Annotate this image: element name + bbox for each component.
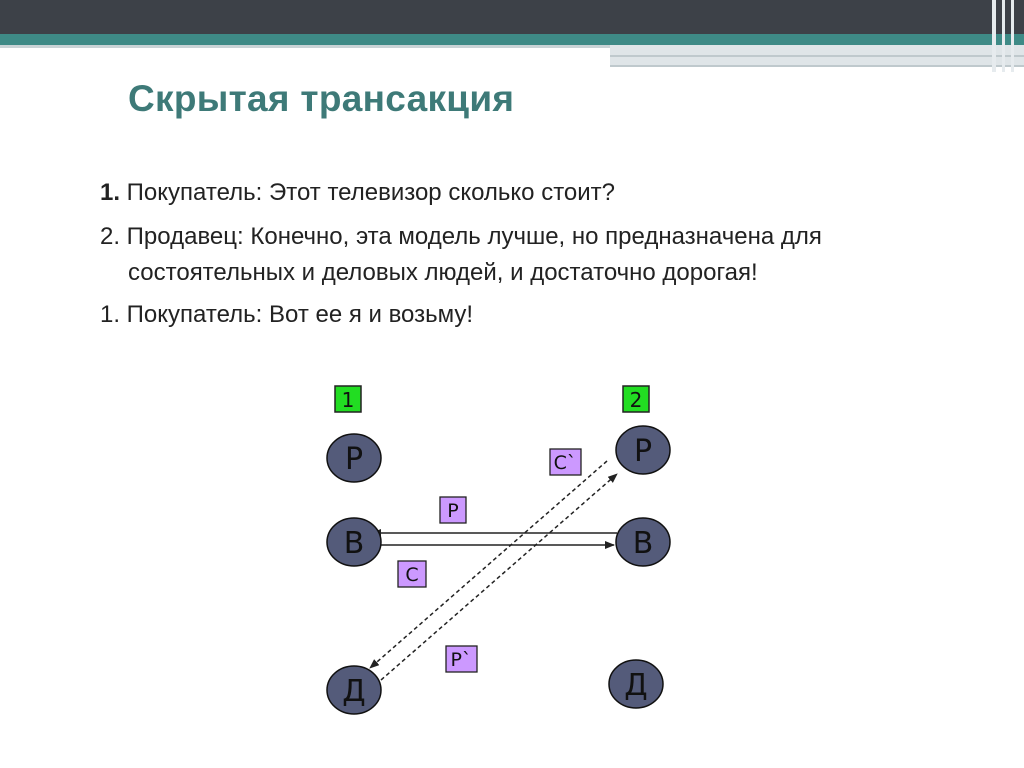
person-2-state-b: В	[633, 526, 654, 561]
dialogue-line-2: 2. Продавец: Конечно, эта модель лучше, …	[100, 220, 822, 254]
transaction-label-p-box	[439, 496, 467, 524]
person-1-state-b-node	[326, 517, 382, 567]
transaction-label-p-prime-box	[445, 645, 478, 673]
header-light-band	[0, 45, 610, 48]
header-teal-band	[0, 34, 1024, 45]
person-1-state-p: Р	[345, 442, 363, 477]
person-1-state-d: Д	[342, 674, 365, 709]
person-2-label-box	[622, 385, 650, 413]
person-1-label: 1	[342, 388, 355, 412]
person-2-state-d-node	[608, 659, 664, 709]
person-2-label: 2	[630, 388, 643, 412]
person-2-state-p: Р	[634, 434, 652, 469]
slide-title: Скрытая трансакция	[128, 78, 515, 119]
transaction-label-c-prime-box	[549, 448, 582, 476]
dialogue-line-1: 1. Покупатель: Этот телевизор сколько ст…	[100, 176, 615, 210]
transaction-label-c-prime: С`	[554, 452, 577, 474]
person-1-label-box	[334, 385, 362, 413]
header-corner-stripe-3	[1011, 0, 1014, 72]
person-2-state-p-node	[615, 425, 671, 475]
dialogue-line-3-text: Покупатель: Вот ее я и возьму!	[120, 301, 474, 328]
dialogue-line-2-continuation: состоятельных и деловых людей, и достато…	[128, 259, 758, 286]
dialogue-line-3: 1. Покупатель: Вот ее я и возьму!	[100, 298, 473, 332]
transaction-label-p-prime: Р`	[451, 649, 472, 671]
dialogue-line-1-text: Покупатель: Этот телевизор сколько стоит…	[120, 179, 616, 206]
header-corner-stripe-1	[992, 0, 996, 72]
dialogue-line-3-number: 1.	[100, 301, 121, 328]
header-dark-band	[0, 0, 1024, 34]
person-2-state-b-node	[615, 517, 671, 567]
header-corner-stripe-2	[1002, 0, 1005, 72]
transaction-label-c: С	[405, 564, 418, 586]
dialogue-line-2-number: 2.	[100, 223, 121, 250]
person-1-state-b: В	[344, 526, 365, 561]
dialogue-line-2-text: Продавец: Конечно, эта модель лучше, но …	[120, 223, 822, 250]
person-1-state-p-node	[326, 433, 382, 483]
person-2-state-d: Д	[624, 668, 647, 703]
slide-header-decoration	[0, 0, 1024, 72]
arrow-p2-to-d1	[369, 460, 608, 669]
person-1-state-d-node	[326, 665, 382, 715]
dialogue-line-1-number: 1.	[100, 179, 121, 206]
arrow-d1-to-p2	[380, 473, 618, 681]
transaction-label-p: Р	[447, 500, 458, 522]
transaction-label-c-box	[397, 560, 427, 588]
